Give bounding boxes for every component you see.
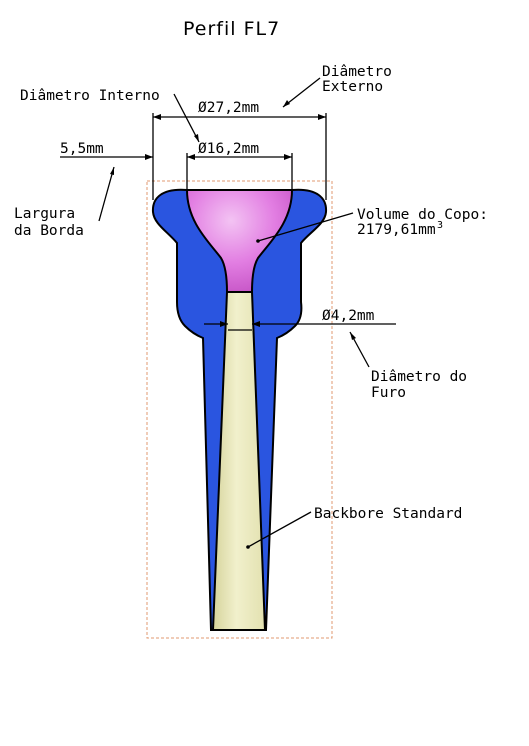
bounding-frame — [146, 180, 333, 639]
rim-width-dimension: 5,5mm Largura da Borda — [14, 141, 153, 239]
inner-diameter-value: Ø16,2mm — [198, 141, 259, 157]
cup-volume-annotation: Volume do Copo: 2179,61mm 3 — [256, 207, 488, 243]
rim-width-label-line1: Largura — [14, 206, 75, 222]
cup-volume-superscript: 3 — [437, 220, 443, 231]
rim-width-label-line2: da Borda — [14, 223, 84, 239]
throat-label-line2: Furo — [371, 385, 406, 401]
page-title: Perfil FL7 — [183, 18, 280, 40]
throat-diameter-value: Ø4,2mm — [322, 308, 375, 324]
inner-diameter-label: Diâmetro Interno — [20, 88, 160, 104]
outer-diameter-label-line2: Externo — [322, 79, 383, 95]
throat-diameter-dimension: Ø4,2mm Diâmetro do Furo — [204, 308, 467, 401]
backbore-annotation: Backbore Standard — [246, 506, 462, 549]
rim-width-value: 5,5mm — [60, 141, 104, 157]
outer-diameter-label-line1: Diâmetro — [322, 64, 392, 80]
outer-diameter-dimension: Ø27,2mm Diâmetro Externo — [152, 64, 392, 200]
inner-diameter-dimension: Ø16,2mm Diâmetro Interno — [20, 88, 293, 190]
cup-volume-label-line2: 2179,61mm — [357, 222, 436, 238]
cup-volume-label-line1: Volume do Copo: — [357, 207, 488, 223]
throat-label-line1: Diâmetro do — [371, 369, 467, 385]
backbore-label: Backbore Standard — [314, 506, 462, 522]
outer-diameter-value: Ø27,2mm — [198, 100, 259, 116]
